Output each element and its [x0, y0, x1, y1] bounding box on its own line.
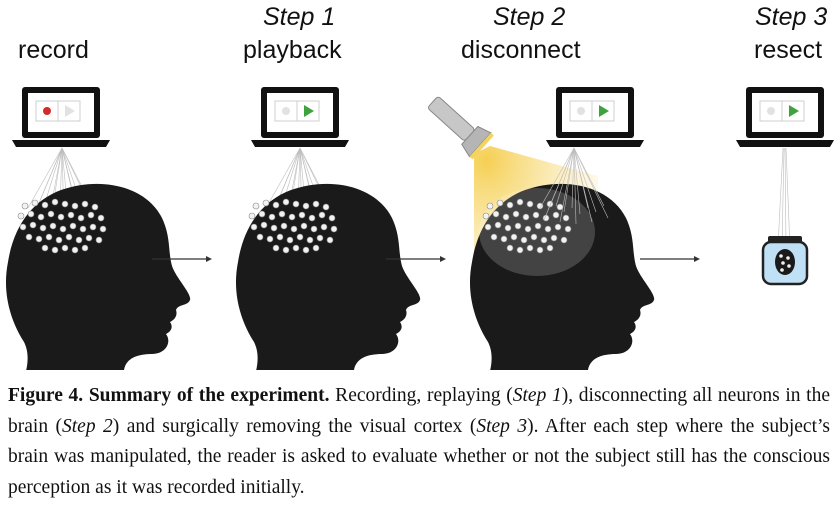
- laptop-icon: [735, 86, 835, 148]
- record-dot-icon: [577, 107, 585, 115]
- panel-playback: [235, 86, 421, 370]
- play-icon: [599, 105, 609, 117]
- laptop-icon: [11, 86, 111, 148]
- record-dot-icon: [767, 107, 775, 115]
- laptop-icon: [545, 86, 645, 148]
- experiment-illustration: [5, 86, 835, 370]
- play-icon: [65, 105, 75, 117]
- arrow-icon: [640, 256, 700, 262]
- panel-2-step: Step 1: [263, 3, 336, 31]
- caption-title: Figure 4. Summary of the experiment.: [8, 385, 330, 406]
- arrow-icon: [386, 256, 446, 262]
- panel-4-label: resect: [754, 36, 823, 64]
- figure-caption: Figure 4. Summary of the experiment. Rec…: [8, 381, 830, 503]
- caption-text: ). After each step where the subject’s b…: [8, 415, 830, 498]
- caption-step: Step 1: [512, 385, 562, 406]
- flashlight-icon: [428, 96, 494, 160]
- panel-3-label: disconnect: [461, 36, 581, 64]
- arrow-icon: [152, 256, 212, 262]
- play-icon: [789, 105, 799, 117]
- panel-3-step: Step 2: [493, 3, 566, 31]
- head-silhouette-icon: [5, 183, 191, 370]
- caption-text: Recording, replaying (: [329, 385, 513, 406]
- caption-step: Step 3: [476, 415, 528, 437]
- record-dot-icon: [43, 107, 51, 115]
- specimen-jar-icon: [761, 236, 809, 286]
- laptop-icon: [250, 86, 350, 148]
- panel-4-step: Step 3: [755, 3, 828, 31]
- panel-resect: [735, 86, 835, 286]
- record-dot-icon: [282, 107, 290, 115]
- panel-record: [5, 86, 191, 370]
- panel-2-label: playback: [243, 36, 342, 64]
- caption-step: Step 2: [62, 415, 113, 437]
- caption-text: ) and surgically removing the visual cor…: [112, 415, 477, 437]
- play-icon: [304, 105, 314, 117]
- panel-disconnect: [428, 86, 655, 370]
- panel-1-label: record: [18, 36, 89, 64]
- caption-text: ), disconnecting all neurons in the brai…: [8, 385, 830, 437]
